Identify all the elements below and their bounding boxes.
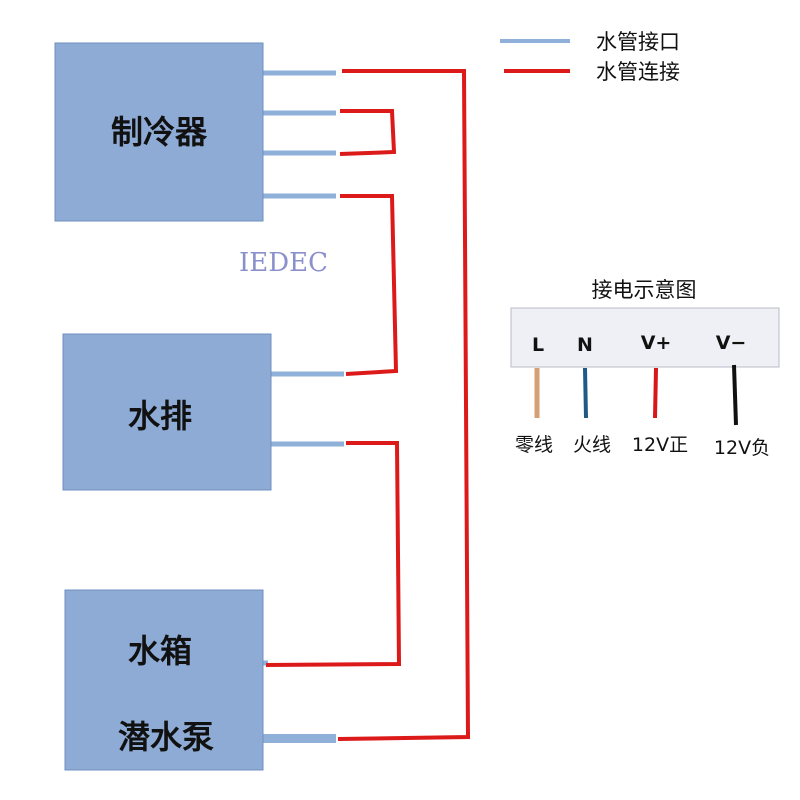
wire-live (583, 367, 588, 419)
tank-pump-box: 水箱 潜水泵 (64, 589, 264, 771)
wire-label-live: 火线 (573, 434, 611, 456)
legend-port-label: 水管接口 (596, 30, 680, 54)
tank-label: 水箱 (128, 632, 192, 670)
pipe-chiller-to-water-block (340, 194, 399, 376)
legend-pipe-label: 水管连接 (596, 60, 680, 84)
wire-label-neutral: 零线 (515, 434, 553, 456)
wiring-diagram: 接电示意图 L N V+ V− 零线 火线 12V正 12V负 (510, 278, 780, 459)
pump-port (263, 734, 336, 743)
pipe-water-block-to-tank (265, 441, 402, 667)
water-block-label: 水排 (128, 397, 192, 435)
legend: 水管接口 水管连接 (500, 30, 680, 84)
terminal-block (510, 307, 780, 368)
wire-label-12v-positive: 12V正 (632, 434, 688, 456)
chiller-box: 制冷器 (54, 42, 264, 222)
terminal-n: N (577, 334, 593, 356)
water-block-box: 水排 (62, 333, 272, 491)
pipe-chiller-loop (339, 109, 397, 156)
wire-12v-positive (653, 367, 658, 419)
wire-label-12v-negative: 12V负 (714, 437, 770, 459)
watermark: IEDEC (239, 248, 328, 278)
terminal-l: L (532, 334, 544, 356)
pump-label: 潜水泵 (118, 718, 214, 756)
wiring-title: 接电示意图 (592, 278, 697, 302)
pipe-chiller-to-pump (337, 69, 471, 741)
wire-12v-negative (732, 364, 738, 426)
terminal-v-plus: V+ (641, 332, 672, 354)
pipe-connections (265, 69, 471, 741)
chiller-label: 制冷器 (111, 113, 208, 151)
pipe-ports (263, 70, 344, 666)
terminal-v-minus: V− (716, 332, 747, 354)
